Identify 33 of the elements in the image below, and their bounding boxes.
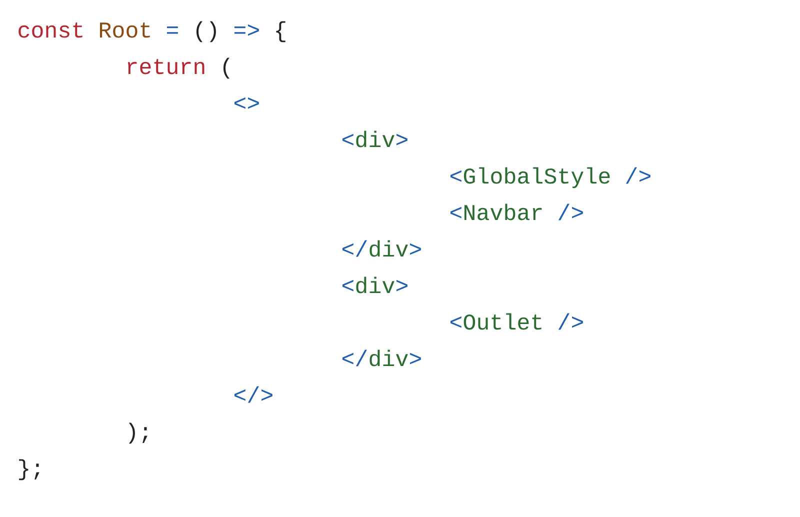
code-token: Root (100, 22, 150, 38)
code-token: <> (234, 97, 259, 109)
code-token: < (450, 170, 462, 182)
code-token: = (166, 26, 178, 34)
code-token: </ (342, 240, 367, 257)
code-token: div (356, 276, 394, 294)
code-token: div (370, 240, 408, 257)
code-token: ( (223, 58, 230, 79)
code-token: Outlet (464, 313, 542, 330)
code-token: return (128, 59, 204, 74)
code-token: => (234, 24, 259, 36)
code-token: /> (558, 313, 583, 330)
code-token: const (18, 22, 82, 38)
code-token: div (356, 130, 394, 148)
code-token: < (450, 316, 462, 328)
code-token: () (196, 21, 216, 42)
code-token: < (342, 280, 354, 292)
code-token: /> (558, 204, 583, 220)
code-token: /> (626, 167, 650, 184)
code-token: { (276, 21, 286, 42)
code-token: GlobalStyle (464, 167, 610, 188)
code-token: > (410, 243, 421, 255)
code-token: > (396, 280, 408, 292)
code-token: </> (234, 386, 272, 403)
code-token: < (450, 206, 462, 218)
code-token: ); (128, 422, 148, 444)
code-token: > (410, 352, 421, 364)
code-token: Navbar (464, 204, 542, 220)
code-token: < (342, 134, 354, 146)
code-token: </ (342, 350, 367, 366)
code-token: div (370, 350, 408, 366)
code-token: }; (19, 459, 40, 480)
code-token: > (396, 134, 408, 146)
